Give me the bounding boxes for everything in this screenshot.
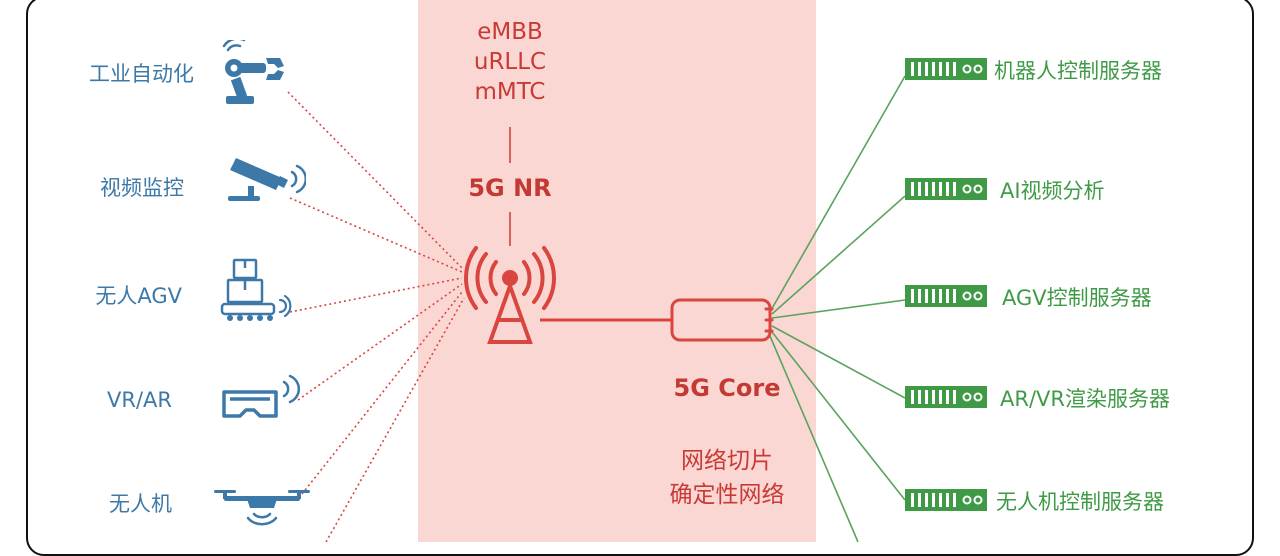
link-offscreen [325, 297, 465, 542]
service-mmtc: mMTC [474, 79, 546, 105]
core-label: 5G Core [673, 374, 781, 402]
link-vr [297, 283, 463, 401]
server-icon-robot [905, 58, 987, 80]
device-label-camera: 视频监控 [100, 176, 184, 200]
link-camera [289, 197, 463, 273]
service-urllc: uRLLC [473, 49, 547, 75]
link-industrial [287, 91, 463, 269]
radio-label: 5G NR [468, 174, 552, 202]
device-label-vr: VR/AR [107, 388, 172, 412]
link-srv-ai [771, 195, 906, 315]
link-srv-drone [771, 331, 906, 501]
server-label-ai-video: AI视频分析 [1000, 179, 1105, 203]
drone-icon [214, 490, 310, 526]
server-label-drone: 无人机控制服务器 [996, 490, 1164, 514]
device-label-agv: 无人AGV [95, 284, 182, 308]
link-srv-agv [771, 299, 906, 319]
server-icon-agv [905, 285, 987, 307]
link-srv-offscreen [769, 335, 859, 542]
agv-icon [220, 258, 292, 321]
link-drone [301, 291, 463, 495]
server-icon-drone [905, 489, 987, 511]
server-icon-ai-video [905, 178, 987, 200]
core-feature-deterministic: 确定性网络 [669, 482, 785, 508]
server-label-robot: 机器人控制服务器 [994, 59, 1162, 83]
camera-icon [228, 158, 306, 201]
antenna-icon [464, 246, 556, 344]
vr-headset-icon [222, 374, 300, 418]
core-feature-slicing: 网络切片 [681, 448, 773, 474]
link-srv-arvr [771, 325, 906, 399]
server-label-arvr: AR/VR渲染服务器 [1000, 387, 1170, 411]
robot-arm-icon [222, 40, 284, 104]
service-embb: eMBB [477, 19, 543, 45]
server-icon-arvr [905, 386, 987, 408]
device-label-industrial: 工业自动化 [89, 62, 194, 86]
device-label-drone: 无人机 [109, 492, 172, 516]
link-srv-robot [769, 75, 906, 313]
core-network-icon [670, 298, 774, 342]
link-agv [289, 277, 463, 313]
radio-network-band [418, 0, 816, 542]
server-label-agv: AGV控制服务器 [1002, 286, 1152, 310]
connection-lines [287, 75, 906, 542]
